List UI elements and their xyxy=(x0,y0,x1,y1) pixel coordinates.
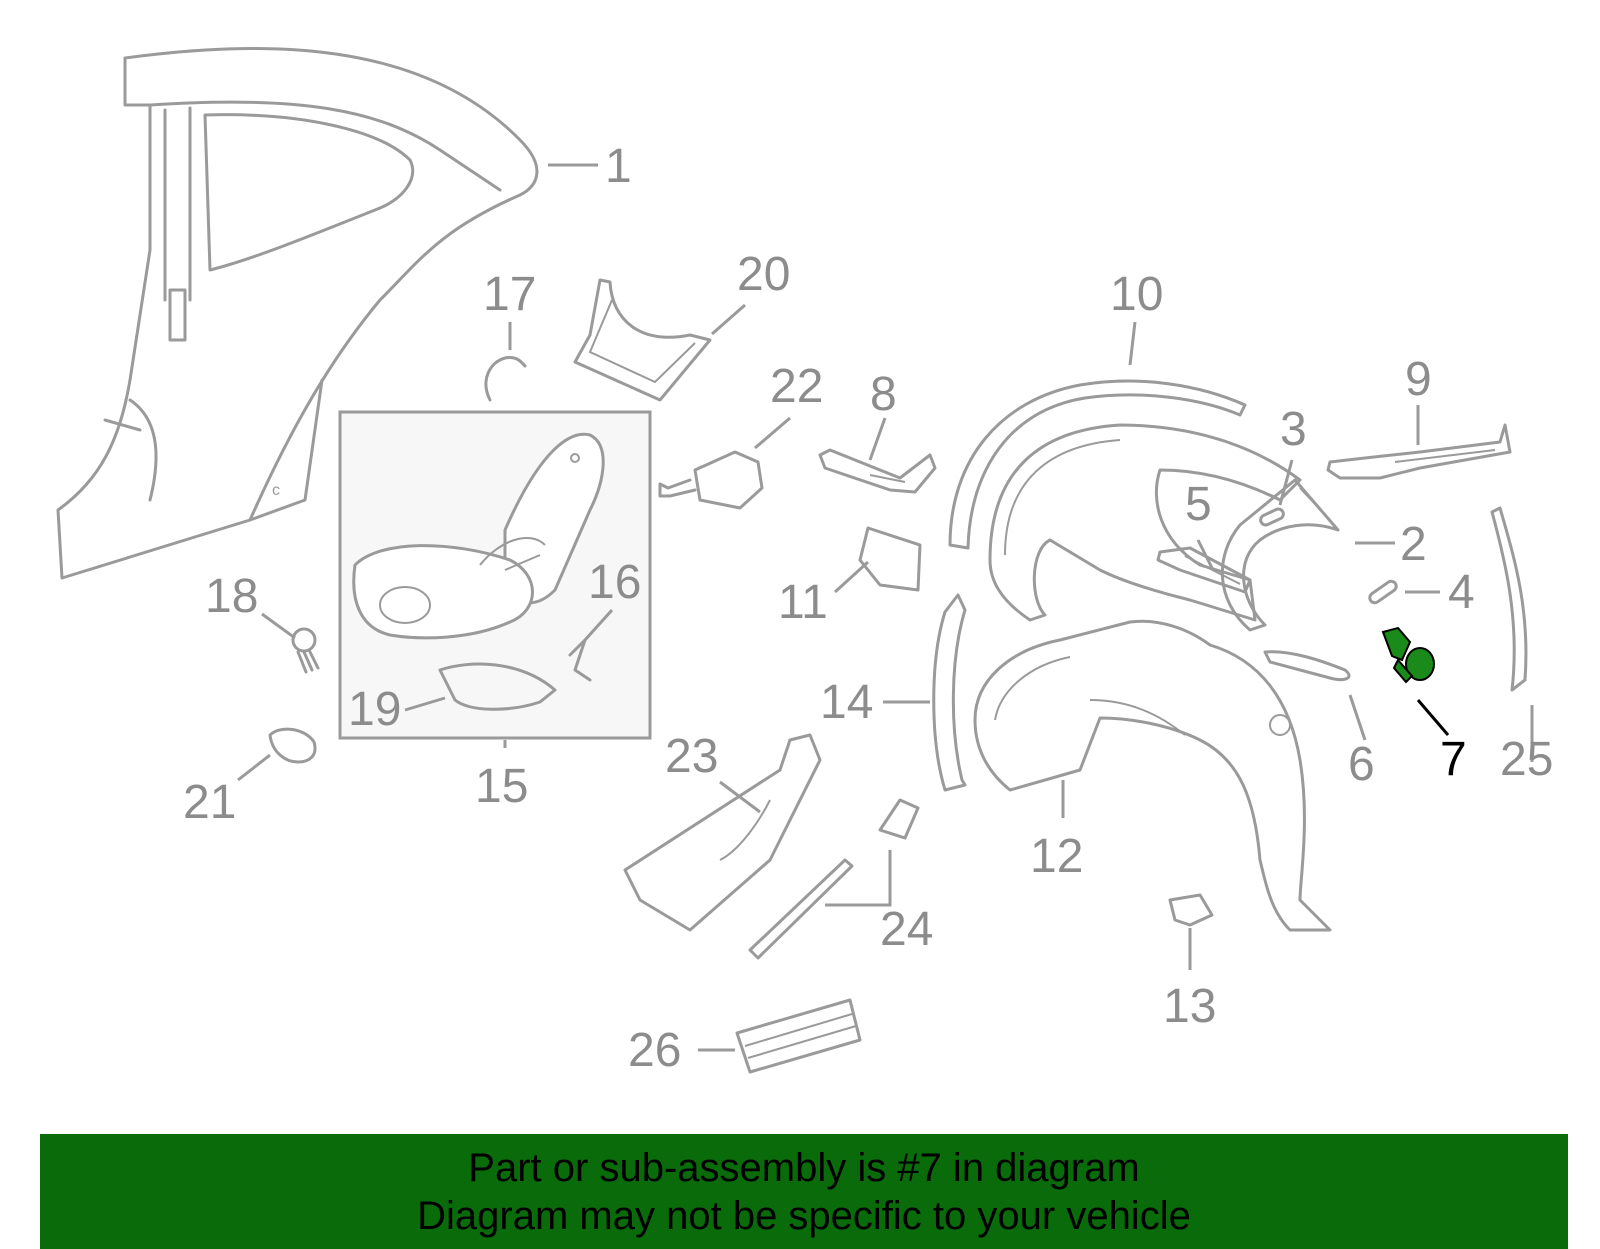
part-1-quarter-panel[interactable]: c xyxy=(56,47,539,580)
callout-23: 23 xyxy=(665,730,718,783)
part-15-fuel-door-assembly[interactable] xyxy=(338,410,652,740)
callout-11: 11 xyxy=(778,576,828,629)
part-9-bracket[interactable] xyxy=(1326,423,1512,480)
callout-13: 13 xyxy=(1163,980,1216,1033)
banner-disclaimer-line: Diagram may not be specific to your vehi… xyxy=(417,1193,1191,1238)
callout-15: 15 xyxy=(475,760,528,813)
callout-24: 24 xyxy=(880,903,933,956)
callout-26: 26 xyxy=(628,1024,681,1077)
callout-1: 1 xyxy=(605,140,632,193)
callout-20: 20 xyxy=(737,248,790,301)
part-7-highlighted-fastener[interactable] xyxy=(1381,626,1435,684)
callout-21: 21 xyxy=(183,776,236,829)
part-23-bracket[interactable] xyxy=(623,733,822,932)
part-16-spring[interactable] xyxy=(568,638,592,682)
part-4-clip[interactable] xyxy=(1368,579,1398,605)
part-3-clip[interactable] xyxy=(1259,507,1285,527)
callout-6: 6 xyxy=(1348,738,1375,791)
callout-labels: 1 2 3 4 5 6 7 8 9 10 11 12 13 14 15 16 1… xyxy=(183,140,1553,1077)
part-19-cover[interactable] xyxy=(438,662,557,711)
part-11-plate[interactable] xyxy=(858,526,922,592)
part-25-seal[interactable] xyxy=(1490,506,1528,692)
part-22-actuator[interactable] xyxy=(658,450,764,510)
part-8-hinge[interactable] xyxy=(818,448,937,494)
banner-part-line: Part or sub-assembly is #7 in diagram xyxy=(468,1145,1140,1190)
callout-3: 3 xyxy=(1280,403,1307,456)
part-12-wheelhouse-liner[interactable] xyxy=(973,619,1332,932)
callout-25: 25 xyxy=(1500,733,1553,786)
parts-diagram: c xyxy=(56,47,1553,1077)
part-24-cable[interactable] xyxy=(748,798,920,960)
svg-text:c: c xyxy=(272,482,280,499)
callout-16: 16 xyxy=(588,556,641,609)
callout-4: 4 xyxy=(1448,566,1475,619)
part-wheelhouse-upper[interactable] xyxy=(988,423,1302,622)
part-2-panel[interactable] xyxy=(1220,478,1340,632)
callout-9: 9 xyxy=(1405,353,1432,406)
callout-14: 14 xyxy=(820,676,873,729)
part-18-bolt[interactable] xyxy=(291,627,320,674)
callout-18: 18 xyxy=(205,570,258,623)
callout-17: 17 xyxy=(483,268,536,321)
callout-5: 5 xyxy=(1185,478,1212,531)
callout-10: 10 xyxy=(1110,268,1163,321)
part-20-bracket[interactable] xyxy=(573,278,712,402)
callout-8: 8 xyxy=(870,368,897,421)
info-banner: Part or sub-assembly is #7 in diagram Di… xyxy=(40,1134,1568,1249)
part-13-clip[interactable] xyxy=(1168,893,1214,927)
part-10-wheel-arch-trim[interactable] xyxy=(948,379,1247,550)
part-26-vent[interactable] xyxy=(735,998,862,1074)
part-21-cap[interactable] xyxy=(268,727,317,764)
callout-12: 12 xyxy=(1030,830,1083,883)
part-17-hose[interactable] xyxy=(484,356,527,402)
callout-2: 2 xyxy=(1400,518,1427,571)
callout-22: 22 xyxy=(770,360,823,413)
leader-lines xyxy=(237,163,1534,1052)
part-6-bracket[interactable] xyxy=(1263,650,1351,682)
part-14-strip[interactable] xyxy=(932,593,967,792)
callout-7: 7 xyxy=(1440,733,1467,786)
callout-19: 19 xyxy=(348,683,401,736)
